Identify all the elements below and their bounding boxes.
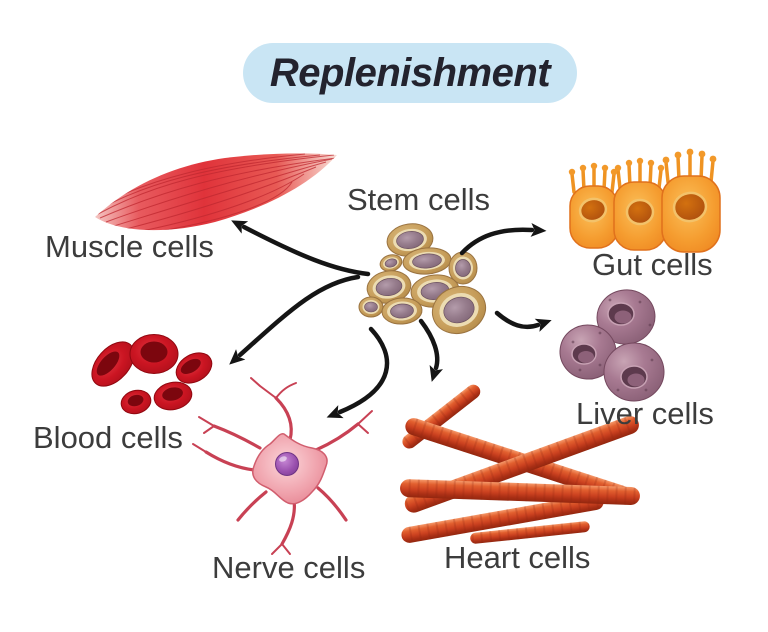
arrow-stem-to-gut [459,222,547,256]
gut-cells-illustration [568,148,721,253]
gut-nuclei [578,191,708,226]
nerve-nucleus [275,452,299,476]
arrow-stem-to-nerve [326,326,390,419]
arrow-stem-to-blood [229,274,361,365]
arrow-stem-to-muscle [231,220,371,277]
heart-cells-label: Heart cells [444,540,591,575]
arrow-stem-to-liver [494,310,552,332]
gut-villi-tips [568,148,717,176]
muscle-cells-illustration [95,153,337,231]
liver-speckles [571,298,654,392]
liver-cells-illustration [559,289,665,402]
nerve-cells-label: Nerve cells [212,550,366,585]
gut-villi [570,152,715,194]
stem-cells-label: Stem cells [347,182,490,217]
nerve-cells-illustration [192,377,373,555]
blood-cells-illustration [91,334,213,415]
blood-cells-label: Blood cells [33,420,183,455]
title-badge: Replenishment [243,43,577,103]
stem-cells-illustration [358,223,487,335]
gut-cells-label: Gut cells [592,247,713,282]
diagram-title: Replenishment [269,50,551,95]
liver-cells-label: Liver cells [576,396,714,431]
liver-nuclei [571,302,648,389]
heart-cells-illustration [400,384,640,544]
muscle-cells-label: Muscle cells [45,229,214,264]
arrow-stem-to-heart [418,318,443,382]
arrows [229,220,552,419]
